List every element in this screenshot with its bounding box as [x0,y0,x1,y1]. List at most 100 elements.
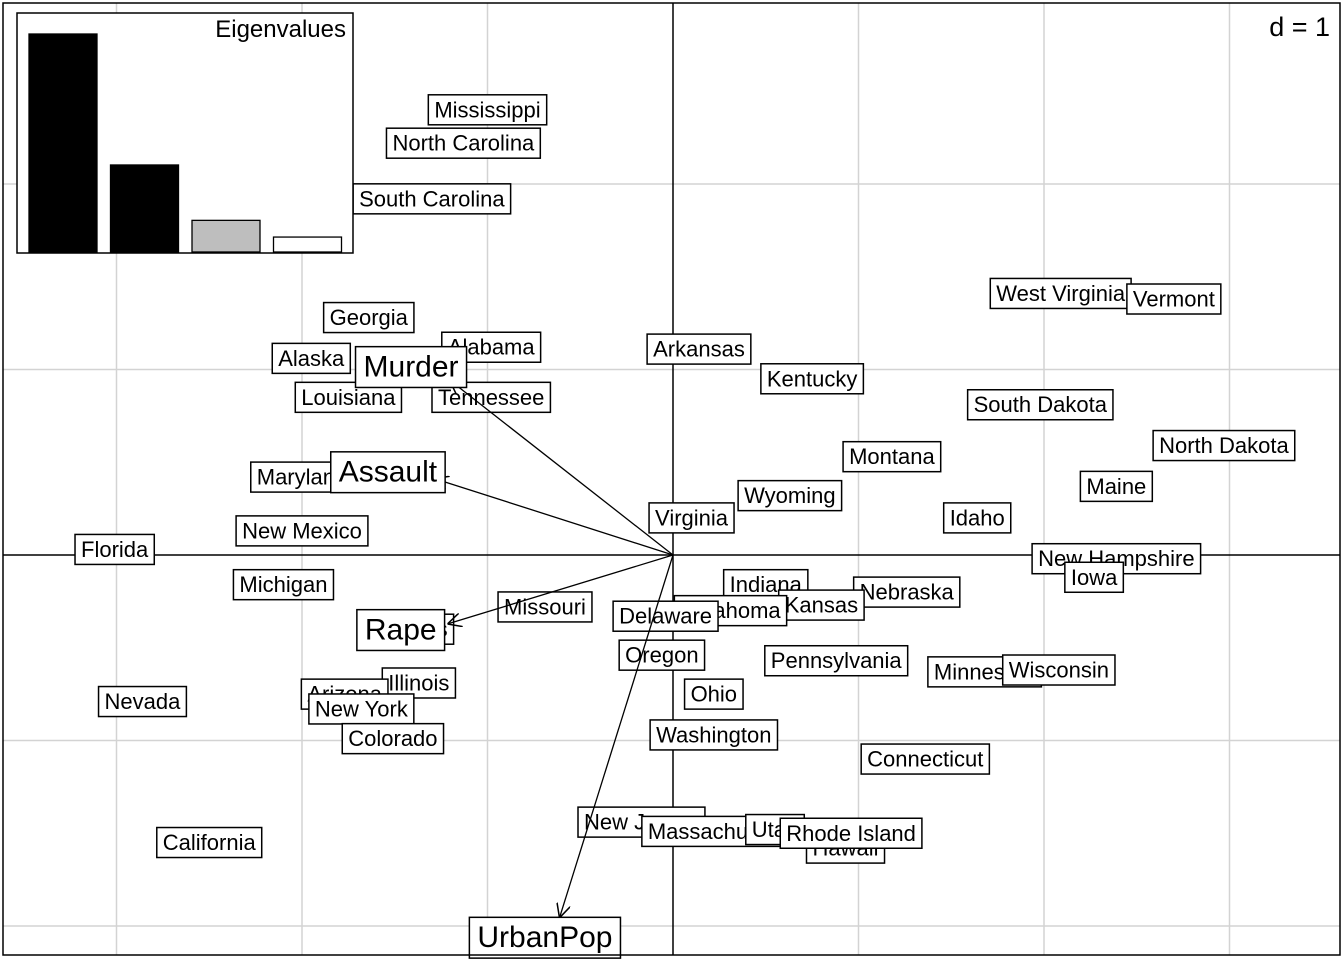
state-label-tennessee-box [431,381,552,414]
eigenvalue-bar-3 [191,219,261,253]
eigenvalue-bar-2 [109,164,180,253]
state-label-pennsylvania-text: Pennsylvania [771,648,903,673]
state-label-south-carolina: South Carolina [352,183,512,215]
state-label-wisconsin: Wisconsin [1001,654,1116,686]
state-label-rhode-island: Rhode Island [779,817,923,849]
eigenvalue-bar-4 [272,236,343,253]
state-label-nebraska-box [852,576,961,608]
state-label-connecticut: Connecticut [860,743,991,775]
state-label-colorado-box [341,722,445,755]
state-label-california: California [156,826,263,859]
state-label-kentucky-box [760,363,865,395]
state-label-vermont: Vermont [1126,283,1222,315]
state-label-montana-box [842,440,942,473]
state-label-delaware-text: Delaware [619,604,712,629]
state-label-georgia-text: Georgia [330,305,409,330]
state-label-kansas-text: Kansas [785,593,858,618]
variable-label-urbanpop: UrbanPop [468,916,622,959]
arrow-urbanpop [560,554,674,917]
state-label-maine-box [1079,470,1154,503]
state-label-washington: Washington [649,719,779,751]
state-label-north-dakota-box [1152,429,1296,462]
state-label-missouri: Missouri [497,591,593,623]
state-label-iowa-box [1064,561,1125,594]
state-label-washington-box [649,719,779,751]
state-label-delaware: Delaware [612,600,719,632]
arrow-murder [450,381,674,556]
scale-label: d = 1 [1269,12,1330,42]
state-label-ohio: Ohio [683,678,744,710]
state-label-rhode-island-text: Rhode Island [786,821,916,846]
state-label-wyoming-box [737,479,843,512]
state-label-oregon-text: Oregon [625,643,698,668]
state-label-virginia-box [648,502,735,534]
state-label-kansas: Kansas [777,589,865,621]
state-label-illinois-text: Illinois [388,670,449,695]
variable-label-assault-box [329,451,446,494]
state-label-south-carolina-box [352,183,512,215]
state-label-nevada-box [97,685,188,718]
state-label-california-text: California [163,830,257,855]
state-label-north-carolina: North Carolina [385,127,542,159]
state-label-alaska-box [271,342,352,375]
state-label-north-dakota-text: North Dakota [1159,433,1289,458]
state-label-washington-text: Washington [656,722,771,747]
state-label-florida-text: Florida [81,537,149,562]
state-label-mississippi-text: Mississippi [434,97,540,122]
state-label-virginia-text: Virginia [655,505,729,530]
variable-label-rape-text: Rape [365,614,437,647]
state-label-wisconsin-text: Wisconsin [1009,658,1109,683]
state-label-ohio-box [683,678,744,710]
state-label-north-carolina-box [385,127,542,159]
state-label-new-mexico: New Mexico [235,515,369,547]
state-label-montana: Montana [842,440,942,473]
state-label-nevada: Nevada [97,685,188,718]
state-label-florida-box [74,533,156,566]
state-label-connecticut-box [860,743,991,775]
state-label-north-dakota: North Dakota [1152,429,1296,462]
variable-label-urbanpop-text: UrbanPop [477,921,612,954]
state-label-georgia: Georgia [322,301,415,334]
state-label-maine-text: Maine [1086,474,1146,499]
inset-title: Eigenvalues [215,16,346,43]
state-label-montana-text: Montana [849,444,935,469]
eigenvalue-bar-1 [28,33,98,253]
state-label-vermont-box [1126,283,1222,315]
state-label-nebraska-text: Nebraska [860,580,955,605]
variable-label-murder-text: Murder [364,351,459,384]
state-label-virginia: Virginia [648,502,735,534]
arrow-assault [436,479,674,556]
state-label-kentucky: Kentucky [760,363,865,395]
state-label-louisiana-text: Louisiana [301,385,396,410]
eigenvalue-inset: Eigenvalues [16,12,354,254]
state-label-arkansas-text: Arkansas [653,337,745,362]
state-label-north-carolina-text: North Carolina [392,131,535,156]
state-label-michigan-box [232,568,335,601]
variable-label-murder: Murder [354,345,468,389]
state-label-pennsylvania-box [764,644,909,677]
state-label-alaska: Alaska [271,342,352,375]
state-label-mississippi-box [427,94,548,126]
eigenvalue-bars [28,33,343,253]
state-label-missouri-text: Missouri [504,594,586,619]
state-label-maine: Maine [1079,470,1154,503]
state-label-south-dakota-box [966,388,1114,421]
state-label-new-mexico-box [235,515,369,547]
variable-arrows [436,381,674,917]
variable-label-assault: Assault [329,451,446,494]
state-label-nevada-text: Nevada [105,689,182,714]
state-label-idaho-text: Idaho [950,505,1005,530]
state-label-tennessee-text: Tennessee [438,385,544,410]
state-label-west-virginia: West Virginia [989,277,1132,310]
state-label-new-york-text: New York [315,696,409,721]
state-label-mississippi: Mississippi [427,94,548,126]
state-label-nebraska: Nebraska [852,576,961,608]
state-label-west-virginia-text: West Virginia [996,281,1126,306]
state-label-wyoming: Wyoming [737,479,843,512]
state-label-connecticut-text: Connecticut [867,747,983,772]
arrow-rape [449,554,674,624]
